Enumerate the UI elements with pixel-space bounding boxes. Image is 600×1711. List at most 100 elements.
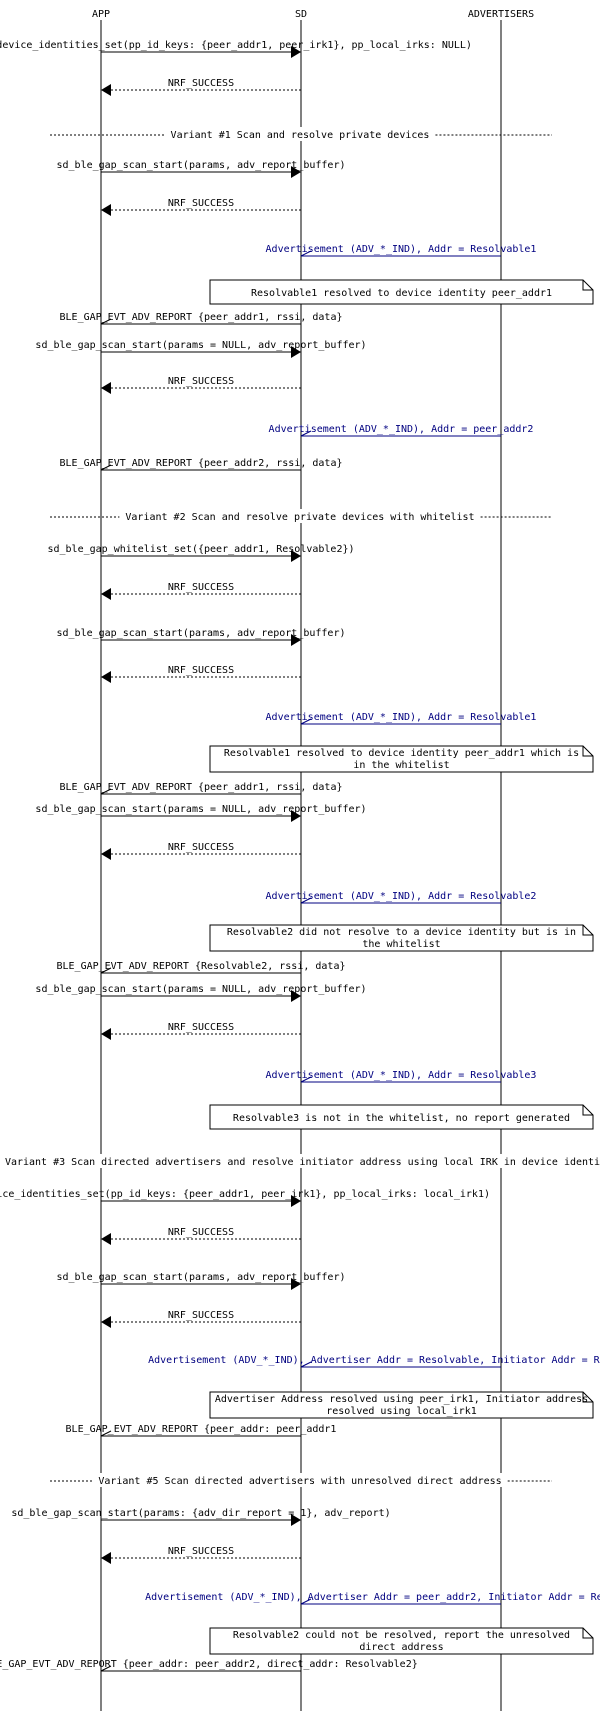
note-box	[209, 279, 594, 305]
divider-label-bg	[121, 509, 479, 523]
message-label-sd-ble-gap-scan-start-params-null-adv-re: sd_ble_gap_scan_start(params = NULL, adv…	[35, 984, 366, 995]
msg-40: Advertisement (ADV_*_IND), Advertiser Ad…	[145, 1592, 600, 1605]
message-label-nrf-success: NRF_SUCCESS	[168, 78, 234, 89]
note-text: in the whitelist	[353, 760, 449, 771]
divider-label-bg	[94, 1473, 506, 1487]
msg-1: NRF_SUCCESS	[101, 78, 301, 96]
note-text: Resolvable1 resolved to device identity …	[224, 748, 579, 759]
filled-arrowhead	[101, 204, 111, 216]
note-fold	[582, 1628, 593, 1639]
message-label-advertisement-adv-ind-addr-resolvable1: Advertisement (ADV_*_IND), Addr = Resolv…	[266, 712, 537, 723]
msg-31: NRF_SUCCESS	[101, 1227, 301, 1245]
filled-arrowhead	[291, 1195, 301, 1207]
message-label-nrf-success: NRF_SUCCESS	[168, 1227, 234, 1238]
note-box	[209, 1391, 594, 1419]
msg-24: BLE_GAP_EVT_ADV_REPORT {Resolvable2, rss…	[57, 961, 346, 974]
note-text: Advertiser Address resolved using peer_i…	[215, 1394, 588, 1405]
message-label-ble-gap-evt-adv-report-peer-addr-peer-ad: BLE_GAP_EVT_ADV_REPORT {peer_addr: peer_…	[66, 1424, 337, 1435]
message-label-nrf-success: NRF_SUCCESS	[168, 1022, 234, 1033]
open-arrowhead	[100, 464, 112, 471]
divider-29: Variant #3 Scan directed advertisers and…	[0, 1154, 600, 1168]
msg-10: Advertisement (ADV_*_IND), Addr = peer_a…	[269, 424, 533, 437]
message-label-ble-gap-evt-adv-report-peer-addr2-rssi-d: BLE_GAP_EVT_ADV_REPORT {peer_addr2, rssi…	[60, 458, 343, 469]
msg-5: Advertisement (ADV_*_IND), Addr = Resolv…	[266, 244, 537, 257]
note-box	[209, 1104, 594, 1130]
divider-2: Variant #1 Scan and resolve private devi…	[50, 127, 552, 141]
message-label-nrf-success: NRF_SUCCESS	[168, 376, 234, 387]
note-box	[209, 1627, 594, 1655]
msg-33: NRF_SUCCESS	[101, 1310, 301, 1328]
filled-arrowhead	[101, 84, 111, 96]
note-text: Resolvable3 is not in the whitelist, no …	[233, 1113, 570, 1124]
message-label-nrf-success: NRF_SUCCESS	[168, 1546, 234, 1557]
filled-arrowhead	[291, 1278, 301, 1290]
note-35: Advertiser Address resolved using peer_i…	[209, 1391, 594, 1419]
filled-arrowhead	[101, 848, 111, 860]
message-label-ble-gap-evt-adv-report-peer-addr-peer-ad: BLE_GAP_EVT_ADV_REPORT {peer_addr: peer_…	[0, 1659, 418, 1670]
filled-arrowhead	[291, 1514, 301, 1526]
msg-36: BLE_GAP_EVT_ADV_REPORT {peer_addr: peer_…	[66, 1424, 337, 1437]
message-label-advertisement-adv-ind-addr-resolvable2: Advertisement (ADV_*_IND), Addr = Resolv…	[266, 891, 537, 902]
participant-headers: APP SD ADVERTISERS	[92, 9, 534, 20]
message-label-sd-ble-gap-scan-start-params-adv-dir-rep: sd_ble_gap_scan_start(params: {adv_dir_r…	[11, 1508, 390, 1519]
note-text: Resolvable2 did not resolve to a device …	[227, 927, 576, 938]
filled-arrowhead	[101, 1233, 111, 1245]
filled-arrowhead	[101, 671, 111, 683]
divider-label: Variant #1 Scan and resolve private devi…	[171, 130, 430, 141]
message-label-sd-ble-gap-scan-start-params-adv-report-: sd_ble_gap_scan_start(params, adv_report…	[57, 628, 346, 639]
filled-arrowhead	[101, 588, 111, 600]
message-label-ble-gap-evt-adv-report-resolvable2-rssi-: BLE_GAP_EVT_ADV_REPORT {Resolvable2, rss…	[57, 961, 346, 972]
message-label-sd-ble-gap-scan-start-params-null-adv-re: sd_ble_gap_scan_start(params = NULL, adv…	[35, 340, 366, 351]
filled-arrowhead	[291, 346, 301, 358]
lifelines	[100, 20, 502, 1711]
note-box	[209, 745, 594, 773]
open-arrowhead	[100, 318, 112, 325]
open-arrowhead	[300, 897, 312, 904]
msg-16: NRF_SUCCESS	[101, 665, 301, 683]
open-arrowhead	[300, 430, 312, 437]
participant-sd: SD	[295, 9, 307, 20]
filled-arrowhead	[291, 634, 301, 646]
msg-22: Advertisement (ADV_*_IND), Addr = Resolv…	[266, 891, 537, 904]
msg-25: sd_ble_gap_scan_start(params = NULL, adv…	[35, 984, 367, 1002]
note-6: Resolvable1 resolved to device identity …	[209, 279, 594, 305]
msg-19: BLE_GAP_EVT_ADV_REPORT {peer_addr1, rssi…	[60, 782, 342, 795]
note-fold	[582, 746, 593, 757]
note-text: the whitelist	[362, 939, 440, 950]
message-label-advertisement-adv-ind-advertiser-addr-pe: Advertisement (ADV_*_IND), Advertiser Ad…	[145, 1592, 600, 1603]
message-label-ble-gap-evt-adv-report-peer-addr1-rssi-d: BLE_GAP_EVT_ADV_REPORT {peer_addr1, rssi…	[60, 312, 343, 323]
participant-adv: ADVERTISERS	[468, 9, 534, 20]
open-arrowhead	[300, 1598, 312, 1605]
msg-14: NRF_SUCCESS	[101, 582, 301, 600]
msg-38: sd_ble_gap_scan_start(params: {adv_dir_r…	[11, 1508, 391, 1526]
msg-17: Advertisement (ADV_*_IND), Addr = Resolv…	[266, 712, 537, 725]
note-18: Resolvable1 resolved to device identity …	[209, 745, 594, 773]
divider-label-bg	[166, 127, 434, 141]
note-text: direct address	[359, 1642, 443, 1653]
msg-7: BLE_GAP_EVT_ADV_REPORT {peer_addr1, rssi…	[60, 312, 343, 325]
divider-label: Variant #3 Scan directed advertisers and…	[5, 1157, 600, 1168]
msg-34: Advertisement (ADV_*_IND), Advertiser Ad…	[148, 1355, 600, 1368]
open-arrowhead	[300, 1076, 312, 1083]
msg-30: sd_ble_gap_device_identities_set(pp_id_k…	[0, 1189, 490, 1207]
msg-27: Advertisement (ADV_*_IND), Addr = Resolv…	[266, 1070, 536, 1083]
msg-20: sd_ble_gap_scan_start(params = NULL, adv…	[35, 804, 367, 822]
filled-arrowhead	[101, 1316, 111, 1328]
filled-arrowhead	[101, 382, 111, 394]
message-label-sd-ble-gap-scan-start-params-adv-report-: sd_ble_gap_scan_start(params, adv_report…	[57, 1272, 346, 1283]
participant-app: APP	[92, 9, 110, 20]
msg-13: sd_ble_gap_whitelist_set({peer_addr1, Re…	[47, 544, 355, 562]
filled-arrowhead	[291, 990, 301, 1002]
message-label-advertisement-adv-ind-advertiser-addr-re: Advertisement (ADV_*_IND), Advertiser Ad…	[148, 1355, 600, 1366]
note-fold	[582, 280, 593, 291]
message-label-sd-ble-gap-device-identities-set-pp-id-k: sd_ble_gap_device_identities_set(pp_id_k…	[0, 1189, 490, 1200]
divider-label: Variant #5 Scan directed advertisers wit…	[98, 1476, 501, 1487]
open-arrowhead	[100, 967, 112, 974]
msg-9: NRF_SUCCESS	[101, 376, 301, 394]
msg-26: NRF_SUCCESS	[101, 1022, 301, 1040]
open-arrowhead	[300, 250, 312, 257]
message-label-advertisement-adv-ind-addr-resolvable1: Advertisement (ADV_*_IND), Addr = Resolv…	[266, 244, 537, 255]
msg-0: sd_ble_gap_device_identities_set(pp_id_k…	[0, 40, 472, 58]
msg-21: NRF_SUCCESS	[101, 842, 301, 860]
